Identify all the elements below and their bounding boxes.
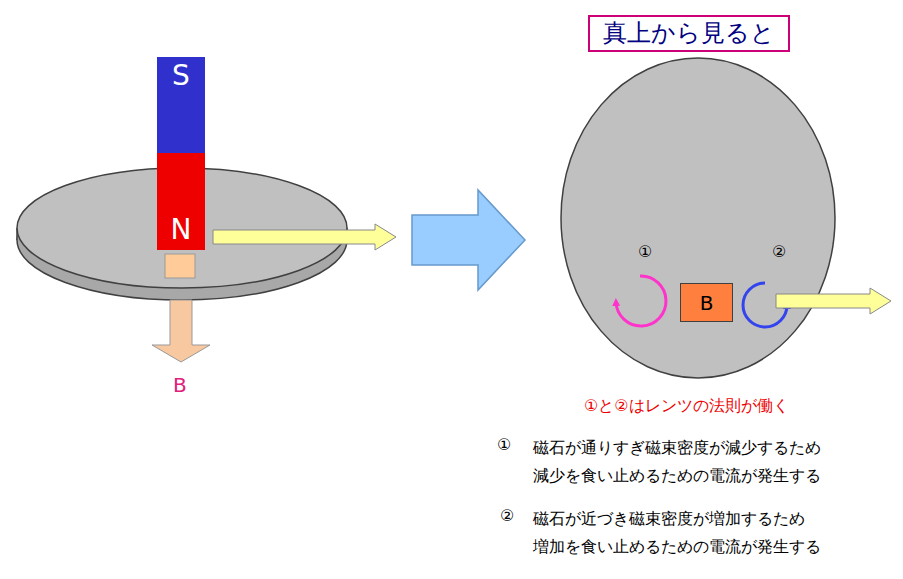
callout-number: ① xyxy=(638,241,652,262)
field-spot xyxy=(165,254,195,278)
transition-arrow xyxy=(412,190,525,290)
callout-number: ② xyxy=(500,505,514,526)
field-arrow xyxy=(152,300,210,362)
motion-arrow xyxy=(776,288,891,314)
title-box: 真上から見ると xyxy=(588,15,790,52)
node-text: B xyxy=(700,292,714,314)
note-text: 磁石が通りすぎ磁束密度が減少するため 減少を食い止めるための電流が発生する xyxy=(533,434,895,490)
disk-top-view xyxy=(561,58,835,378)
node-text: S xyxy=(172,61,190,92)
callout-number: ① xyxy=(497,434,511,455)
callout-number: ② xyxy=(772,241,786,262)
magnet-pole: S xyxy=(157,57,205,153)
node-text: 真上から見ると xyxy=(603,20,775,46)
note-heading: ①と②はレンツの法則が働く xyxy=(584,395,789,416)
eddy-current xyxy=(616,276,666,326)
field-label: B xyxy=(173,372,187,398)
note-text: 磁石が近づき磁束密度が増加するため 増加を食い止めるための電流が発生する xyxy=(533,505,895,561)
motion-arrow xyxy=(213,224,396,250)
node-text: N xyxy=(171,215,192,246)
field-box: B xyxy=(680,283,733,322)
magnet-pole: N xyxy=(157,153,205,250)
